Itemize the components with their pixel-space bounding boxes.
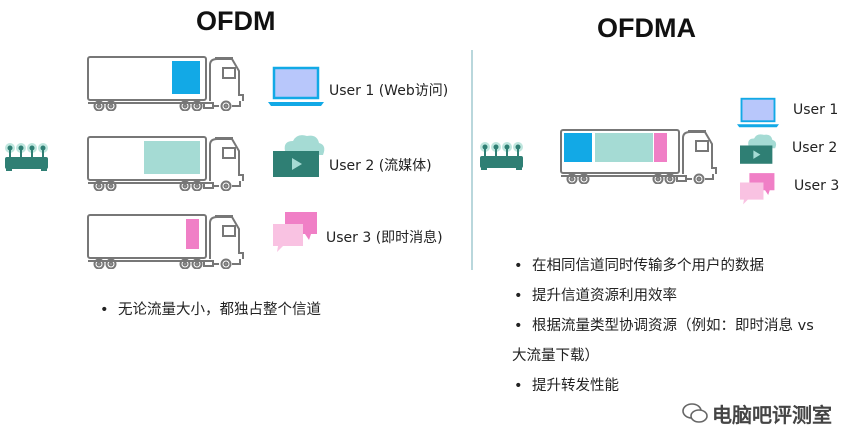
ofdm-title: OFDM [196, 6, 276, 36]
chat-icon [273, 212, 317, 252]
truck-user2 [87, 135, 247, 192]
cargo-user3 [654, 133, 667, 162]
cargo-user2 [144, 141, 200, 174]
cargo-user1 [172, 61, 200, 94]
ofdma-bullet-continuation: 大流量下载） [512, 348, 599, 364]
ofdma-user2-label: User 2 [792, 140, 838, 156]
section-divider [471, 50, 473, 270]
router-icon [4, 142, 49, 172]
ofdma-bullets: 在相同信道同时传输多个用户的数据 提升信道资源利用效率 根据流量类型协调资源（例… [512, 256, 814, 396]
laptop-icon [268, 66, 326, 108]
cargo-user3 [186, 219, 199, 249]
video-cloud-icon [740, 134, 777, 164]
ofdma-title: OFDMA [597, 13, 696, 43]
ofdma-bullet: 在相同信道同时传输多个用户的数据 [512, 256, 814, 276]
ofdm-user1-label: User 1 (Web访问) [329, 83, 449, 99]
cargo-user2 [595, 133, 653, 162]
ofdm-bullet: 无论流量大小，都独占整个信道 [98, 300, 321, 320]
video-cloud-icon [273, 135, 325, 177]
ofdma-bullet: 根据流量类型协调资源（例如：即时消息 vs [512, 316, 814, 336]
router-icon [479, 141, 524, 171]
ofdma-user1-label: User 1 [793, 102, 839, 118]
watermark: 电脑吧评测室 [712, 403, 832, 427]
cargo-user1 [564, 133, 592, 162]
ofdma-bullet: 提升转发性能 [512, 376, 814, 396]
truck-user3 [87, 213, 247, 270]
chat-icon [740, 173, 775, 205]
truck-user1 [87, 55, 247, 112]
truck-shared [560, 128, 720, 185]
ofdm-user2-label: User 2 (流媒体) [329, 158, 432, 174]
ofdma-user3-label: User 3 [794, 178, 840, 194]
wechat-icon [682, 403, 708, 423]
ofdm-bullets: 无论流量大小，都独占整个信道 [98, 300, 321, 320]
laptop-icon [737, 97, 779, 129]
ofdm-user3-label: User 3 (即时消息) [326, 230, 443, 246]
ofdma-bullet: 提升信道资源利用效率 [512, 286, 814, 306]
